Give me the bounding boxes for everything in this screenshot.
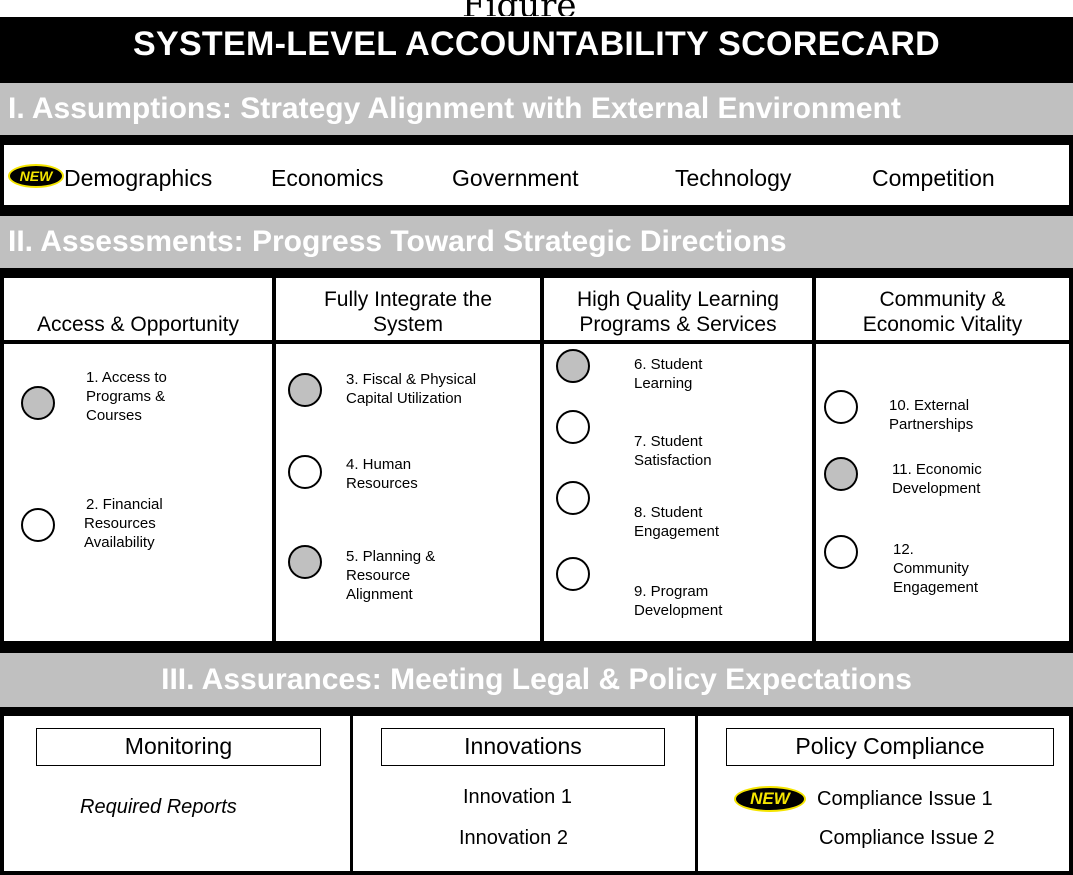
outer-border-bottom (0, 871, 1073, 875)
column-divider (272, 278, 276, 641)
outer-border-right (1069, 17, 1073, 875)
new-badge-icon: NEW (8, 164, 64, 188)
divider (0, 72, 1073, 83)
innovations-heading-box: Innovations (381, 728, 665, 766)
section-assurances-heading: III. Assurances: Meeting Legal & Policy … (0, 653, 1073, 707)
divider (0, 641, 1073, 653)
divider (0, 205, 1073, 216)
divider (0, 707, 1073, 716)
innovation-item: Innovation 2 (459, 827, 568, 849)
new-badge-icon: NEW (734, 786, 806, 812)
status-circle-empty (824, 390, 858, 424)
direction-heading-1: Access & Opportunity (37, 313, 239, 336)
title-bar (0, 17, 1073, 72)
status-circle-filled (21, 386, 55, 420)
compliance-item: Compliance Issue 2 (819, 827, 995, 849)
status-circle-filled (556, 349, 590, 383)
status-circle-empty (824, 535, 858, 569)
divider (0, 135, 1073, 145)
scorecard-title: SYSTEM-LEVEL ACCOUNTABILITY SCORECARD (133, 25, 940, 63)
innovation-item: Innovation 1 (463, 786, 572, 808)
column-divider (350, 716, 353, 871)
direction-heading-4: Community &Economic Vitality (862, 288, 1023, 336)
status-circle-empty (21, 508, 55, 542)
monitoring-item: Required Reports (80, 796, 237, 818)
column-divider (695, 716, 698, 871)
monitoring-heading-box: Monitoring (36, 728, 321, 766)
status-circle-empty (556, 481, 590, 515)
divider (0, 268, 1073, 278)
env-demographics: Demographics (64, 165, 213, 191)
status-circle-filled (288, 545, 322, 579)
compliance-item: Compliance Issue 1 (817, 788, 993, 810)
env-government: Government (452, 165, 579, 191)
clipped-figure-caption: Figure (400, 0, 700, 16)
section-assumptions-heading: I. Assumptions: Strategy Alignment with … (0, 83, 1073, 135)
column-divider (540, 278, 544, 641)
policy-compliance-heading-box: Policy Compliance (726, 728, 1054, 766)
env-technology: Technology (675, 165, 792, 191)
env-competition: Competition (872, 165, 995, 191)
status-circle-empty (288, 455, 322, 489)
outer-border-left (0, 17, 4, 875)
status-circle-filled (824, 457, 858, 491)
env-economics: Economics (271, 165, 384, 191)
status-circle-filled (288, 373, 322, 407)
header-row-divider (0, 340, 1073, 344)
section-assessments-heading: II. Assessments: Progress Toward Strateg… (0, 216, 1073, 268)
column-divider (812, 278, 816, 641)
status-circle-empty (556, 557, 590, 591)
status-circle-empty (556, 410, 590, 444)
